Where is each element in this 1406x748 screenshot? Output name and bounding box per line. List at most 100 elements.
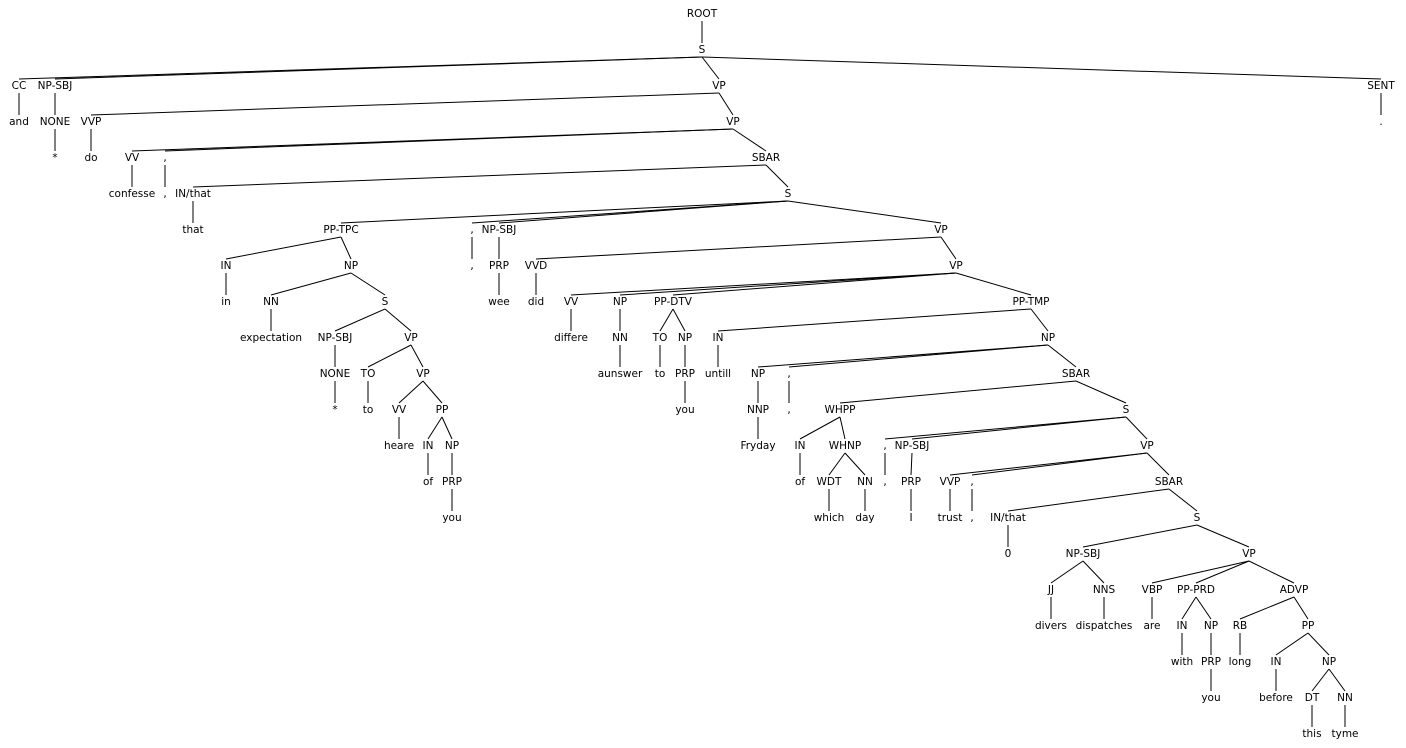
node-s0: S: [699, 44, 706, 56]
edge-pptmp-np4: [1030, 308, 1049, 332]
edge-np0-nn0: [270, 272, 352, 296]
node-differe: differe: [554, 332, 588, 344]
edge-vp5-pptmp: [955, 272, 1032, 296]
edge-vp5-ppdtv: [672, 272, 957, 296]
tree-edges: [18, 21, 1382, 727]
node-vv2: VV: [564, 296, 579, 308]
edge-vp7-ppprd: [1195, 560, 1250, 584]
node-npsbj3: NP-SBJ: [895, 440, 930, 452]
node-prp0: PRP: [442, 476, 462, 488]
node-inthat1: IN/that: [990, 512, 1026, 524]
node-with: with: [1171, 656, 1193, 668]
node-comma1w: ,: [470, 260, 473, 272]
node-vv0: VV: [125, 152, 140, 164]
node-zero: 0: [1005, 548, 1012, 560]
edge-s4-npsbj4: [1082, 524, 1198, 548]
node-vp7: VP: [1242, 548, 1256, 560]
node-jj: JJ: [1047, 584, 1054, 596]
edge-sbar1-whpp: [839, 380, 1077, 404]
node-sbar2: SBAR: [1155, 476, 1183, 488]
node-comma3w: ,: [883, 476, 886, 488]
node-vvd: VVD: [525, 260, 547, 272]
edge-whpp-whnp: [839, 416, 846, 440]
node-vp4: VP: [416, 368, 430, 380]
node-prp3: PRP: [901, 476, 921, 488]
edge-sbar2-inthat1: [1007, 488, 1170, 512]
node-prp2: PRP: [675, 368, 695, 380]
node-np4: NP: [1041, 332, 1055, 344]
node-sbar0: SBAR: [752, 152, 780, 164]
node-which: which: [814, 512, 845, 524]
node-np0: NP: [344, 260, 358, 272]
node-comma3: ,: [883, 440, 886, 452]
node-s4: S: [1194, 512, 1201, 524]
node-vp1: VP: [726, 116, 740, 128]
edge-vp0-vvp0: [90, 92, 720, 116]
edge-sbar0-s1: [765, 164, 789, 188]
node-np5: NP: [751, 368, 765, 380]
node-you2: you: [1201, 692, 1220, 704]
node-prp1: PRP: [489, 260, 509, 272]
edge-s2-vp3: [384, 308, 412, 332]
edge-whnp-nn2: [844, 452, 866, 476]
node-wdt: WDT: [817, 476, 842, 488]
node-vp3: VP: [404, 332, 418, 344]
node-vp0: VP: [712, 80, 726, 92]
node-of0: of: [423, 476, 433, 488]
edge-vp2-vp5: [940, 236, 957, 260]
node-star0: *: [52, 152, 57, 164]
edge-np0-s2: [350, 272, 386, 296]
node-vp5: VP: [949, 260, 963, 272]
node-fryday: Fryday: [740, 440, 775, 452]
node-do: do: [84, 152, 97, 164]
edge-whpp-in3: [799, 416, 841, 440]
node-pp1: PP: [1302, 620, 1315, 632]
edge-vp7-advp: [1248, 560, 1295, 584]
node-comma0w: ,: [163, 188, 166, 200]
edge-pp1-in5: [1275, 632, 1309, 656]
edge-ppprd-np6: [1195, 596, 1212, 620]
node-comma4w: ,: [970, 512, 973, 524]
node-comma2w: ,: [787, 404, 790, 416]
edge-npsbj4-nns: [1082, 560, 1105, 584]
node-s3: S: [1123, 404, 1130, 416]
node-nn1: NN: [612, 332, 628, 344]
edge-s0-vp0: [701, 56, 720, 80]
node-to0: TO: [360, 368, 376, 380]
edge-vp3-to0: [367, 344, 412, 368]
node-this: this: [1302, 728, 1321, 740]
edge-np7-dt: [1311, 668, 1330, 692]
edge-npsbj3-prp3: [910, 452, 913, 476]
node-prp4: PRP: [1201, 656, 1221, 668]
edge-vp4-vv1: [398, 380, 424, 404]
node-in0: IN: [221, 260, 232, 272]
edge-ppdtv-np3: [672, 308, 686, 332]
edge-s1-npsbj1: [498, 200, 789, 224]
node-to1: TO: [652, 332, 668, 344]
edge-npsbj4-jj: [1050, 560, 1084, 584]
node-nns: NNS: [1093, 584, 1116, 596]
edge-vp7-vbp: [1151, 560, 1250, 584]
node-you1: you: [675, 404, 694, 416]
node-tyme: tyme: [1331, 728, 1358, 740]
edge-pptpc-in0: [225, 236, 342, 260]
edge-ppprd-in4: [1181, 596, 1197, 620]
node-rb: RB: [1233, 620, 1248, 632]
node-dt: DT: [1305, 692, 1320, 704]
edge-vp1-sbar0: [732, 128, 767, 152]
node-you0: you: [442, 512, 461, 524]
node-ppdtv: PP-DTV: [654, 296, 693, 308]
edge-vp0-vp1: [718, 92, 734, 116]
node-nn3: NN: [1337, 692, 1353, 704]
edge-ppdtv-to1: [659, 308, 674, 332]
edge-advp-pp1: [1293, 596, 1309, 620]
edge-s4-vp7: [1196, 524, 1250, 548]
node-vp2: VP: [934, 224, 948, 236]
edge-vp3-vp4: [410, 344, 424, 368]
edge-s1-vp2: [787, 200, 942, 224]
node-to0w: to: [363, 404, 374, 416]
node-vvp0: VVP: [81, 116, 102, 128]
edge-np4-comma2: [788, 344, 1049, 368]
node-star1: *: [332, 404, 337, 416]
